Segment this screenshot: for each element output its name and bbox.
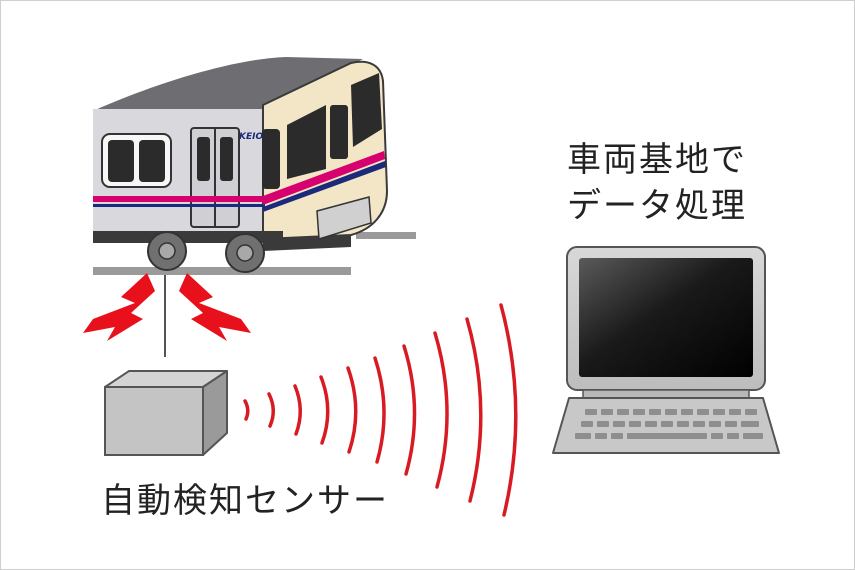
train-roof <box>93 57 363 111</box>
depot-label-line1: 車両基地で <box>567 140 747 180</box>
train-logo: KEIO <box>239 132 263 142</box>
wheel <box>225 233 265 273</box>
sensor-box-icon <box>104 370 228 456</box>
signal-right-icon <box>179 273 251 341</box>
laptop-keys <box>575 409 763 439</box>
radio-waves-icon <box>243 303 518 517</box>
sensor-group <box>83 273 251 456</box>
sensor-label: 自動検知センサー <box>101 481 389 521</box>
depot-processing-label: 車両基地で データ処理 <box>567 137 747 229</box>
laptop-screen <box>579 258 753 377</box>
depot-label-line2: データ処理 <box>567 186 747 226</box>
wheel <box>147 231 187 271</box>
signal-left-icon <box>83 273 155 341</box>
train-icon: KEIO <box>93 57 389 273</box>
laptop-icon <box>552 246 780 454</box>
rails <box>93 232 416 275</box>
